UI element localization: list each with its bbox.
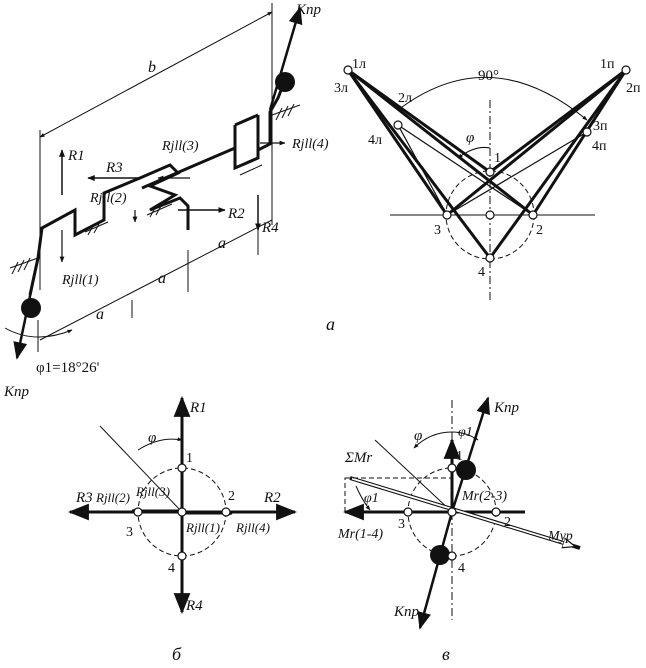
v-node-2: 2 — [504, 515, 511, 530]
bearing-hatch-left — [9, 257, 39, 275]
v-node-3: 3 — [398, 517, 405, 532]
b-label-r4: R4 — [185, 598, 203, 614]
bearing-hatch-mid3 — [239, 164, 263, 176]
counterweight-bottom — [21, 298, 41, 318]
v-label-k-top: Kпр — [493, 400, 520, 416]
force-k-top-arrow — [268, 6, 303, 111]
label-rj2: Rjll(2) — [89, 191, 127, 206]
angle-90-arc — [397, 76, 588, 121]
phi1-angle-arc — [4, 327, 73, 338]
v-phi1-arc-left — [355, 485, 371, 511]
b-label-rj3: Rjll(3) — [135, 484, 170, 499]
v-label-k-bottom: Kпр — [393, 604, 420, 620]
panel-label-a: а — [326, 314, 335, 334]
label-4p: 4п — [592, 139, 607, 154]
label-rj4: Rjll(4) — [291, 137, 329, 152]
b-label-rj2: Rjll(2) — [95, 490, 130, 505]
crank-web-left — [28, 163, 190, 296]
v-counterweight-bottom — [430, 545, 450, 565]
end-view-thin-lines — [397, 124, 588, 216]
label-node-3: 3 — [434, 223, 441, 238]
label-1p: 1п — [600, 57, 615, 72]
label-2l: 2л — [398, 91, 412, 106]
end-view-diagram: 90° φ 1л 2л 3л 4л 1п 2п 3п 4п 1 2 3 4 а — [326, 57, 641, 334]
v-label-mur: Mур — [547, 529, 573, 544]
b-node-1: 1 — [186, 451, 193, 466]
label-a-1: a — [96, 306, 104, 323]
label-phi1-value: φ1=18°26' — [36, 360, 100, 376]
b-label-rj4: Rjll(4) — [235, 520, 270, 535]
v-phi-ref-line — [374, 439, 453, 513]
end-view-nodes — [343, 65, 631, 263]
v-node-4: 4 — [458, 561, 465, 576]
v-label-m23: Mr(2-3) — [461, 489, 507, 504]
label-a-2: a — [158, 270, 166, 287]
b-nodes — [133, 463, 231, 561]
v-phi-arc — [413, 431, 453, 449]
b-phi-ref-line — [99, 425, 183, 513]
b-label-r3: R3 — [75, 490, 93, 506]
label-phi-end-view: φ — [466, 130, 474, 146]
label-1l: 1л — [352, 57, 366, 72]
b-label-r2: R2 — [263, 490, 281, 506]
v-label-m14: Mr(1-4) — [337, 527, 383, 542]
label-node-4: 4 — [478, 265, 485, 280]
moment-diagram-v: φ φ1 φ1 ΣMr Kпр Kпр Mr(2-3) Mr(1-4) Mур … — [337, 396, 581, 664]
force-k-bottom-arrow — [13, 257, 40, 360]
v-resultant-mur — [351, 477, 574, 547]
crank-pin-right-top — [234, 113, 259, 127]
label-node-1: 1 — [494, 151, 501, 166]
v-phi1-arc-top — [451, 431, 479, 441]
bearing-hatch-right — [271, 103, 301, 121]
v-label-phi: φ — [414, 428, 422, 444]
v-force-k-top — [450, 396, 490, 513]
b-label-rj1: Rjll(1) — [185, 520, 220, 535]
b-label-phi: φ — [148, 430, 156, 446]
b-node-3: 3 — [126, 525, 133, 540]
v-node-1: 1 — [456, 449, 463, 464]
label-90-degrees: 90° — [478, 68, 499, 84]
v-nodes — [403, 463, 501, 561]
label-r3: R3 — [105, 160, 123, 176]
label-r1: R1 — [67, 148, 85, 164]
bearing-hatch-mid1 — [84, 221, 109, 236]
v-label-sum: ΣMr — [344, 450, 372, 466]
crankshaft-3d-view: b a a a — [3, 2, 329, 400]
force-diagram-b: φ R1 R4 R3 R2 Rjll(2) Rjll(3) Rjll(1) Rj… — [67, 395, 298, 664]
v-counterweight-top — [456, 460, 476, 480]
v-label-phi1-left: φ1 — [364, 491, 379, 506]
label-3p: 3п — [593, 119, 608, 134]
v-label-phi1-top: φ1 — [458, 425, 473, 440]
b-node-4: 4 — [168, 561, 175, 576]
label-a-3: a — [218, 235, 226, 252]
bearing-hatch-mid2 — [146, 203, 173, 218]
label-rj1: Rjll(1) — [61, 273, 99, 288]
label-node-2: 2 — [536, 223, 543, 238]
phi-arc-end-view — [457, 147, 491, 159]
label-r4: R4 — [261, 220, 279, 236]
b-phi-arc — [137, 437, 183, 451]
label-k-bottom: Kпр — [3, 384, 30, 400]
dimension-a-line — [39, 219, 273, 341]
label-b: b — [148, 59, 156, 76]
label-4l: 4л — [368, 133, 382, 148]
v-force-k-bottom — [417, 511, 454, 630]
panel-label-b: б — [172, 644, 182, 663]
label-3l: 3л — [334, 81, 348, 96]
dimension-b-line — [39, 11, 273, 138]
crank-web-right — [141, 79, 287, 190]
panel-label-v: в — [442, 644, 450, 663]
b-node-2: 2 — [228, 489, 235, 504]
v-parallelogram — [344, 477, 453, 513]
label-r2: R2 — [227, 206, 245, 222]
b-label-r1: R1 — [189, 400, 207, 416]
label-2p: 2п — [626, 81, 641, 96]
label-rj3: Rjll(3) — [161, 139, 199, 154]
label-k-top: Kпр — [295, 2, 322, 18]
